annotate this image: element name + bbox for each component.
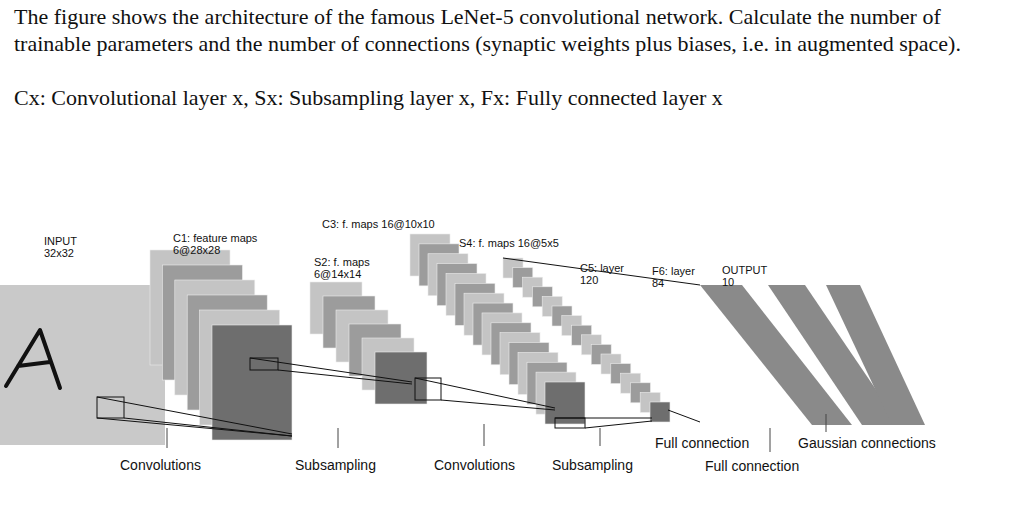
question-text: The figure shows the architecture of the…: [14, 3, 979, 57]
layer-label: C1: feature maps 6@28x28: [173, 232, 273, 256]
layer-label: F6: layer 84: [652, 265, 704, 289]
receptive-fields: [97, 258, 700, 436]
feature-map: [650, 402, 670, 422]
feature-map-stacks: [150, 234, 670, 440]
stage-label: Gaussian connections: [798, 435, 1018, 451]
stage-ticks: [167, 414, 826, 452]
layer-label: C5: layer 120: [580, 262, 632, 286]
stage-label: Convolutions: [120, 457, 240, 473]
input-image: [0, 285, 165, 445]
layer-label: S4: f. maps 16@5x5: [459, 237, 579, 249]
feature-map: [212, 325, 292, 440]
gaussian-band: [826, 285, 925, 425]
connection-bands: [700, 285, 925, 425]
stage-label: Full connection: [655, 435, 775, 451]
layer-label: C3: f. maps 16@10x10: [322, 218, 452, 230]
layer-label: INPUT 32x32: [44, 235, 86, 259]
stage-label: Convolutions: [434, 457, 554, 473]
layer-label: OUTPUT 10: [722, 264, 772, 288]
letter-a: [6, 330, 60, 388]
layer-label: S2: f. maps 6@14x14: [314, 256, 376, 280]
stage-label: Full connection: [705, 458, 825, 474]
legend-note: Cx: Convolutional layer x, Sx: Subsampli…: [14, 84, 979, 111]
stage-label: Subsampling: [295, 457, 415, 473]
stage-label: Subsampling: [552, 457, 672, 473]
